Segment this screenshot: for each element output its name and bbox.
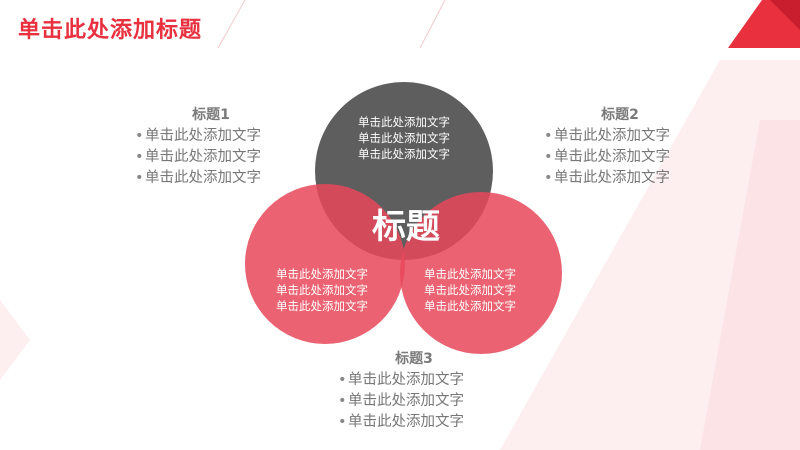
bullet-dot-icon: • bbox=[544, 149, 553, 165]
circle-right bbox=[400, 192, 562, 354]
bullet-item: •单击此处添加文字 bbox=[135, 126, 287, 147]
bullet-text: 单击此处添加文字 bbox=[554, 128, 670, 144]
center-label: 标题 bbox=[372, 207, 440, 247]
circle-top-line: 单击此处添加文字 bbox=[358, 131, 450, 145]
deco-band-right-inner bbox=[700, 120, 800, 450]
text-block-2: 标题2 •单击此处添加文字 •单击此处添加文字 •单击此处添加文字 bbox=[544, 104, 696, 189]
block-heading: 标题2 bbox=[601, 107, 639, 123]
bullet-dot-icon: • bbox=[338, 372, 347, 388]
bullet-item: •单击此处添加文字 bbox=[338, 391, 490, 412]
bullet-text: 单击此处添加文字 bbox=[145, 149, 261, 165]
deco-left bbox=[0, 300, 30, 380]
bullet-dot-icon: • bbox=[544, 128, 553, 144]
bullet-dot-icon: • bbox=[135, 149, 144, 165]
bullet-text: 单击此处添加文字 bbox=[554, 170, 670, 186]
bullet-list: •单击此处添加文字 •单击此处添加文字 •单击此处添加文字 bbox=[135, 126, 287, 189]
page-title: 单击此处添加标题 bbox=[18, 18, 203, 43]
bullet-item: •单击此处添加文字 bbox=[544, 147, 696, 168]
bullet-item: •单击此处添加文字 bbox=[338, 412, 490, 433]
bullet-item: •单击此处添加文字 bbox=[135, 147, 287, 168]
circle-left-line: 单击此处添加文字 bbox=[276, 267, 368, 281]
bullet-dot-icon: • bbox=[135, 170, 144, 186]
bullet-text: 单击此处添加文字 bbox=[348, 372, 464, 388]
deco-line bbox=[217, 0, 246, 49]
bullet-text: 单击此处添加文字 bbox=[145, 170, 261, 186]
bullet-text: 单击此处添加文字 bbox=[348, 414, 464, 430]
circle-top-line: 单击此处添加文字 bbox=[358, 115, 450, 129]
bullet-item: •单击此处添加文字 bbox=[135, 168, 287, 189]
text-block-1: 标题1 •单击此处添加文字 •单击此处添加文字 •单击此处添加文字 bbox=[135, 104, 287, 189]
circle-top-line: 单击此处添加文字 bbox=[358, 147, 450, 161]
circle-left-line: 单击此处添加文字 bbox=[276, 283, 368, 297]
block-heading: 标题3 bbox=[395, 351, 433, 367]
bullet-list: •单击此处添加文字 •单击此处添加文字 •单击此处添加文字 bbox=[544, 126, 696, 189]
bullet-text: 单击此处添加文字 bbox=[145, 128, 261, 144]
bullet-item: •单击此处添加文字 bbox=[338, 370, 490, 391]
block-heading: 标题1 bbox=[192, 107, 230, 123]
bullet-item: •单击此处添加文字 bbox=[544, 126, 696, 147]
bullet-dot-icon: • bbox=[338, 414, 347, 430]
deco-line bbox=[419, 0, 446, 49]
circle-left bbox=[245, 184, 405, 344]
circle-right-line: 单击此处添加文字 bbox=[424, 267, 516, 281]
bullet-list: •单击此处添加文字 •单击此处添加文字 •单击此处添加文字 bbox=[338, 370, 490, 433]
corner-accent-dark bbox=[770, 0, 800, 30]
bullet-dot-icon: • bbox=[338, 393, 347, 409]
bullet-text: 单击此处添加文字 bbox=[554, 149, 670, 165]
circle-right-line: 单击此处添加文字 bbox=[424, 299, 516, 313]
bullet-dot-icon: • bbox=[544, 170, 553, 186]
text-block-3: 标题3 •单击此处添加文字 •单击此处添加文字 •单击此处添加文字 bbox=[338, 348, 490, 433]
circle-right-line: 单击此处添加文字 bbox=[424, 283, 516, 297]
bullet-item: •单击此处添加文字 bbox=[544, 168, 696, 189]
circle-left-line: 单击此处添加文字 bbox=[276, 299, 368, 313]
bullet-text: 单击此处添加文字 bbox=[348, 393, 464, 409]
bullet-dot-icon: • bbox=[135, 128, 144, 144]
